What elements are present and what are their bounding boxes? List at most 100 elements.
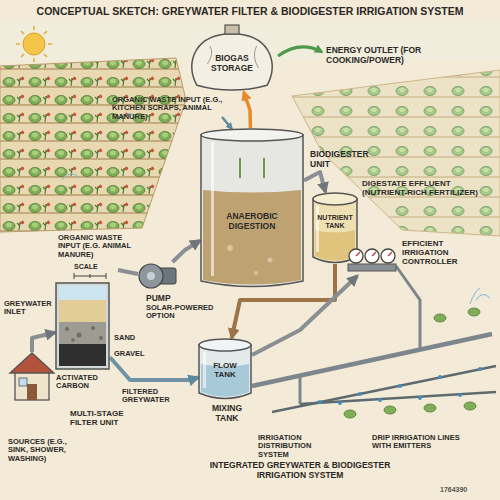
plant	[468, 308, 480, 316]
callout-label: DRIP IRRIGATION LINES WITH EMITTERS	[372, 434, 472, 451]
manifold-pipe	[348, 264, 396, 271]
biodigester-tank: BIODIGESTER UNITANAEROBIC DIGESTION	[200, 128, 304, 288]
pump-outline	[138, 262, 178, 290]
node-label: EFFICIENT IRRIGATION CONTROLLER	[402, 240, 484, 267]
sprinkler-spray	[62, 113, 138, 180]
tank-highlight	[211, 142, 214, 276]
water-layer	[59, 286, 106, 300]
emitter	[358, 392, 362, 396]
emitter	[478, 367, 482, 371]
tank-lid	[201, 129, 303, 141]
callout-label: SAND	[114, 334, 135, 342]
pipe-connector	[110, 357, 198, 380]
callout-label: ORGANIC WASTE INPUT (E.G. ANIMAL MANURE)	[58, 234, 138, 259]
pipe-connector	[244, 92, 251, 128]
diagram-caption: INTEGRATED GREYWATER & BIODIGESTER IRRIG…	[207, 461, 393, 480]
pressure-gauge	[381, 249, 395, 263]
sun	[16, 26, 52, 62]
bag-tie	[225, 25, 239, 34]
emitter	[318, 400, 322, 404]
gas-bubble	[227, 245, 233, 251]
scale-ticks	[74, 273, 106, 279]
controller-pipe	[396, 266, 420, 350]
gauge-needle	[372, 252, 376, 256]
pipe-connector	[173, 241, 201, 262]
pump-hub	[147, 272, 155, 280]
plant	[434, 314, 446, 322]
tank-body	[199, 345, 251, 399]
distribution-main-pipe	[252, 334, 492, 386]
filter-unit-outline	[55, 282, 110, 370]
biodigester-tank-outline	[200, 128, 304, 288]
callout-label: GRAVEL	[114, 350, 145, 358]
tank-highlight	[203, 352, 206, 388]
filter-unit: MULTI-STAGE FILTER UNIT	[55, 282, 110, 370]
gas-bubble	[268, 258, 273, 263]
callout-label: FILTERED GREYWATER	[122, 388, 192, 405]
filter-casing	[56, 283, 109, 369]
flow-marks	[240, 158, 264, 178]
callout-label: GREYWATER INLET	[4, 300, 58, 317]
callout-label: SCALE	[74, 263, 98, 271]
node-label: NUTRIENT TANK	[313, 214, 357, 230]
node-sublabel: ANAEROBIC DIGESTION	[210, 212, 294, 231]
house-window	[19, 378, 27, 386]
plant	[424, 404, 436, 412]
node-label: SOURCES (E.G., SINK, SHOWER, WASHING)	[8, 438, 74, 463]
pipe-connector	[252, 276, 357, 355]
tank-lid	[199, 339, 251, 351]
manure-input-pipe	[118, 270, 138, 274]
gas-bubble	[254, 271, 258, 275]
emitter	[338, 401, 342, 405]
callout-label: DIGESTATE EFFLUENT (NUTRIENT-RICH FERTIL…	[362, 180, 482, 198]
node-sublabel: SOLAR-POWERED OPTION	[146, 304, 222, 321]
greywater-source-house-outline	[10, 352, 54, 400]
tank-contents	[203, 190, 301, 285]
biogas-bag	[192, 34, 272, 90]
gravel-layer	[59, 322, 106, 344]
callout-label: ACTIVATED CARBON	[56, 374, 112, 391]
emitter	[378, 398, 382, 402]
plant	[344, 410, 356, 418]
emitter	[398, 384, 402, 388]
gauge-needle	[388, 252, 392, 256]
sprinkler-spray	[470, 288, 490, 304]
drip-line	[300, 392, 496, 404]
irrigation-controller: EFFICIENT IRRIGATION CONTROLLER	[348, 248, 396, 276]
pipe-connector	[32, 333, 55, 353]
emitter	[418, 396, 422, 400]
mixing-tank: MIXING TANKFLOW TANK	[198, 338, 252, 400]
callout-label: IRRIGATION DISTRIBUTION SYSTEM	[258, 434, 342, 459]
node-label: MIXING TANK	[200, 404, 254, 423]
house-roof	[10, 353, 54, 373]
greywater-source-house: SOURCES (E.G., SINK, SHOWER, WASHING)	[10, 352, 54, 400]
crop-field-left	[0, 58, 186, 232]
carbon-layer	[59, 344, 106, 366]
emitters	[318, 367, 482, 405]
emitter	[438, 375, 442, 379]
pressure-gauge	[349, 249, 363, 263]
diagram-title: CONCEPTUAL SKETCH: GREYWATER FILTER & BI…	[8, 6, 492, 18]
callout-label: ORGANIC WASTE INPUT (E.G., KITCHEN SCRAP…	[112, 96, 226, 121]
pump-housing	[139, 264, 163, 288]
watermark: 1764390	[440, 486, 467, 494]
plant	[464, 402, 476, 410]
house-wall	[15, 372, 49, 400]
gauge-needle	[356, 252, 360, 256]
pipe-connector	[304, 172, 325, 192]
emitter	[458, 393, 462, 397]
row-plants	[344, 308, 480, 418]
node-label: BIOGAS STORAGE	[207, 54, 257, 73]
drip-feeder-pipe	[299, 376, 302, 404]
node-label: MULTI-STAGE FILTER UNIT	[70, 410, 140, 428]
tank-body	[201, 135, 303, 287]
organic-input-arrow	[222, 117, 232, 129]
pump: PUMPSOLAR-POWERED OPTION	[138, 262, 178, 290]
tank-lid	[313, 193, 357, 205]
scale-bar	[74, 273, 106, 279]
energy-outlet-arrow	[278, 47, 322, 56]
sand-layer	[59, 300, 106, 322]
house-door	[27, 384, 37, 400]
